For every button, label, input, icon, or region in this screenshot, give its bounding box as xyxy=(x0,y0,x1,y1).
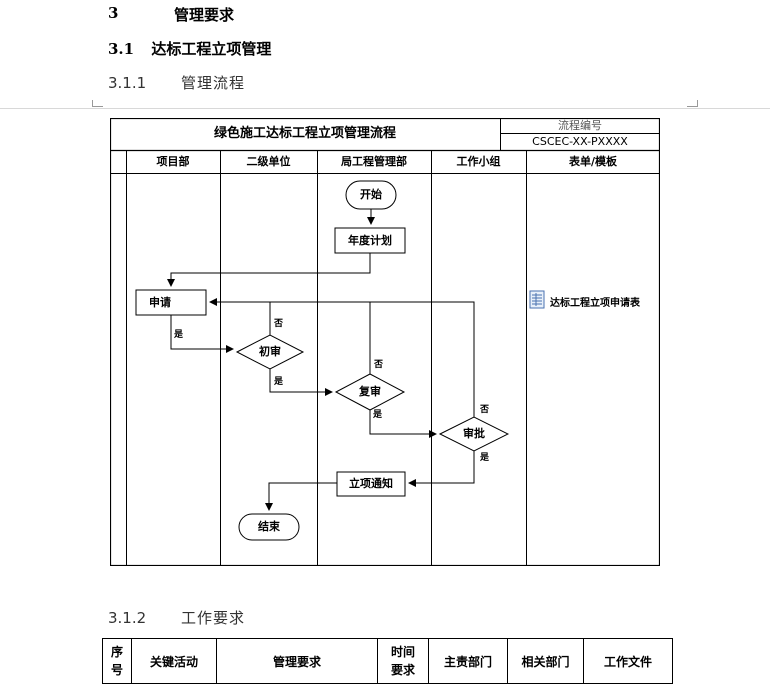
plan-label: 年度计划 xyxy=(348,234,392,247)
connector-review2-approve xyxy=(369,410,437,438)
flowchart-title: 绿色施工达标工程立项管理流程 xyxy=(213,126,396,141)
page-boundary-line xyxy=(0,108,770,109)
heading-level1: 3 管理要求 xyxy=(108,4,234,24)
connector-review1-reject xyxy=(209,298,271,335)
start-label: 开始 xyxy=(360,188,382,201)
heading-title: 达标工程立项管理 xyxy=(151,40,272,58)
heading-level3-process: 3.1.1 管理流程 xyxy=(108,72,245,93)
document-template-label: 达标工程立项申请表 xyxy=(550,298,640,309)
page-corner-mark-left xyxy=(92,100,103,107)
notice-label: 立项通知 xyxy=(349,477,393,490)
header-label: 时间要求 xyxy=(390,645,415,677)
approve-label: 审批 xyxy=(463,427,485,440)
connector-review1-review2 xyxy=(269,369,333,396)
lane-header-forms: 表单/模板 xyxy=(568,155,618,168)
review2-label: 复审 xyxy=(359,385,381,398)
review1-diamond xyxy=(235,334,305,370)
heading-title: 工作要求 xyxy=(180,609,245,627)
review1-label: 初审 xyxy=(259,345,281,358)
header-cell-index: 序号 xyxy=(102,638,132,684)
connector-plan-apply xyxy=(167,253,371,287)
connector-apply-review1 xyxy=(170,315,234,353)
yes-label-review2: 是 xyxy=(373,410,383,420)
lane-header-engineering-dept: 局工程管理部 xyxy=(341,155,407,168)
spreadsheet-document-icon xyxy=(529,290,545,309)
header-cell-management: 管理要求 xyxy=(216,638,378,684)
yes-label-review1: 是 xyxy=(274,377,284,387)
heading-title: 管理流程 xyxy=(180,74,245,92)
connector-review2-reject xyxy=(210,301,371,374)
end-terminal xyxy=(238,513,300,541)
review2-diamond xyxy=(334,373,406,411)
page-corner-mark-right xyxy=(687,100,698,107)
notice-box xyxy=(336,471,406,497)
lane-header-working-group: 工作小组 xyxy=(456,155,501,168)
header-cell-activity: 关键活动 xyxy=(131,638,217,684)
heading-level3-requirements: 3.1.2 工作要求 xyxy=(108,607,245,628)
flowchart-graphic xyxy=(110,118,660,566)
approve-diamond xyxy=(438,416,510,452)
process-flowchart: 绿色施工达标工程立项管理流程 流程编号 CSCEC-XX-PXXXX 项目部 二… xyxy=(110,118,660,566)
no-label-review2: 否 xyxy=(374,360,384,370)
lane-header-project: 项目部 xyxy=(156,155,190,168)
connector-notice-end xyxy=(265,482,337,511)
yes-label-apply: 是 xyxy=(174,330,184,340)
heading-number: 3.1 xyxy=(108,40,135,58)
header-cell-work-files: 工作文件 xyxy=(583,638,673,684)
heading-title: 管理要求 xyxy=(174,6,235,24)
process-code-label: 流程编号 xyxy=(558,119,602,132)
end-label: 结束 xyxy=(258,520,280,533)
heading-level2: 3.1 达标工程立项管理 xyxy=(108,38,271,59)
header-cell-owner-dept: 主责部门 xyxy=(428,638,508,684)
heading-number: 3 xyxy=(108,4,119,22)
connector-approve-reject xyxy=(210,301,475,417)
heading-number: 3.1.1 xyxy=(108,74,147,92)
header-cell-related-dept: 相关部门 xyxy=(507,638,584,684)
process-code: CSCEC-XX-PXXXX xyxy=(532,135,628,148)
table-header-row: 序号 关键活动 管理要求 时间要求 主责部门 相关部门 工作文件 xyxy=(102,638,673,684)
lane-header-secondary-unit: 二级单位 xyxy=(246,155,291,168)
no-label-review1: 否 xyxy=(274,319,284,329)
yes-label-approve: 是 xyxy=(480,453,490,463)
work-requirements-table: 序号 关键活动 管理要求 时间要求 主责部门 相关部门 工作文件 xyxy=(102,638,673,684)
header-cell-time: 时间要求 xyxy=(377,638,429,684)
flowchart-frame xyxy=(110,118,660,566)
header-label: 序号 xyxy=(110,645,123,677)
apply-label: 申请 xyxy=(149,296,171,309)
heading-number: 3.1.2 xyxy=(108,609,147,627)
no-label-approve: 否 xyxy=(480,405,490,415)
connector-approve-notice xyxy=(408,451,475,487)
